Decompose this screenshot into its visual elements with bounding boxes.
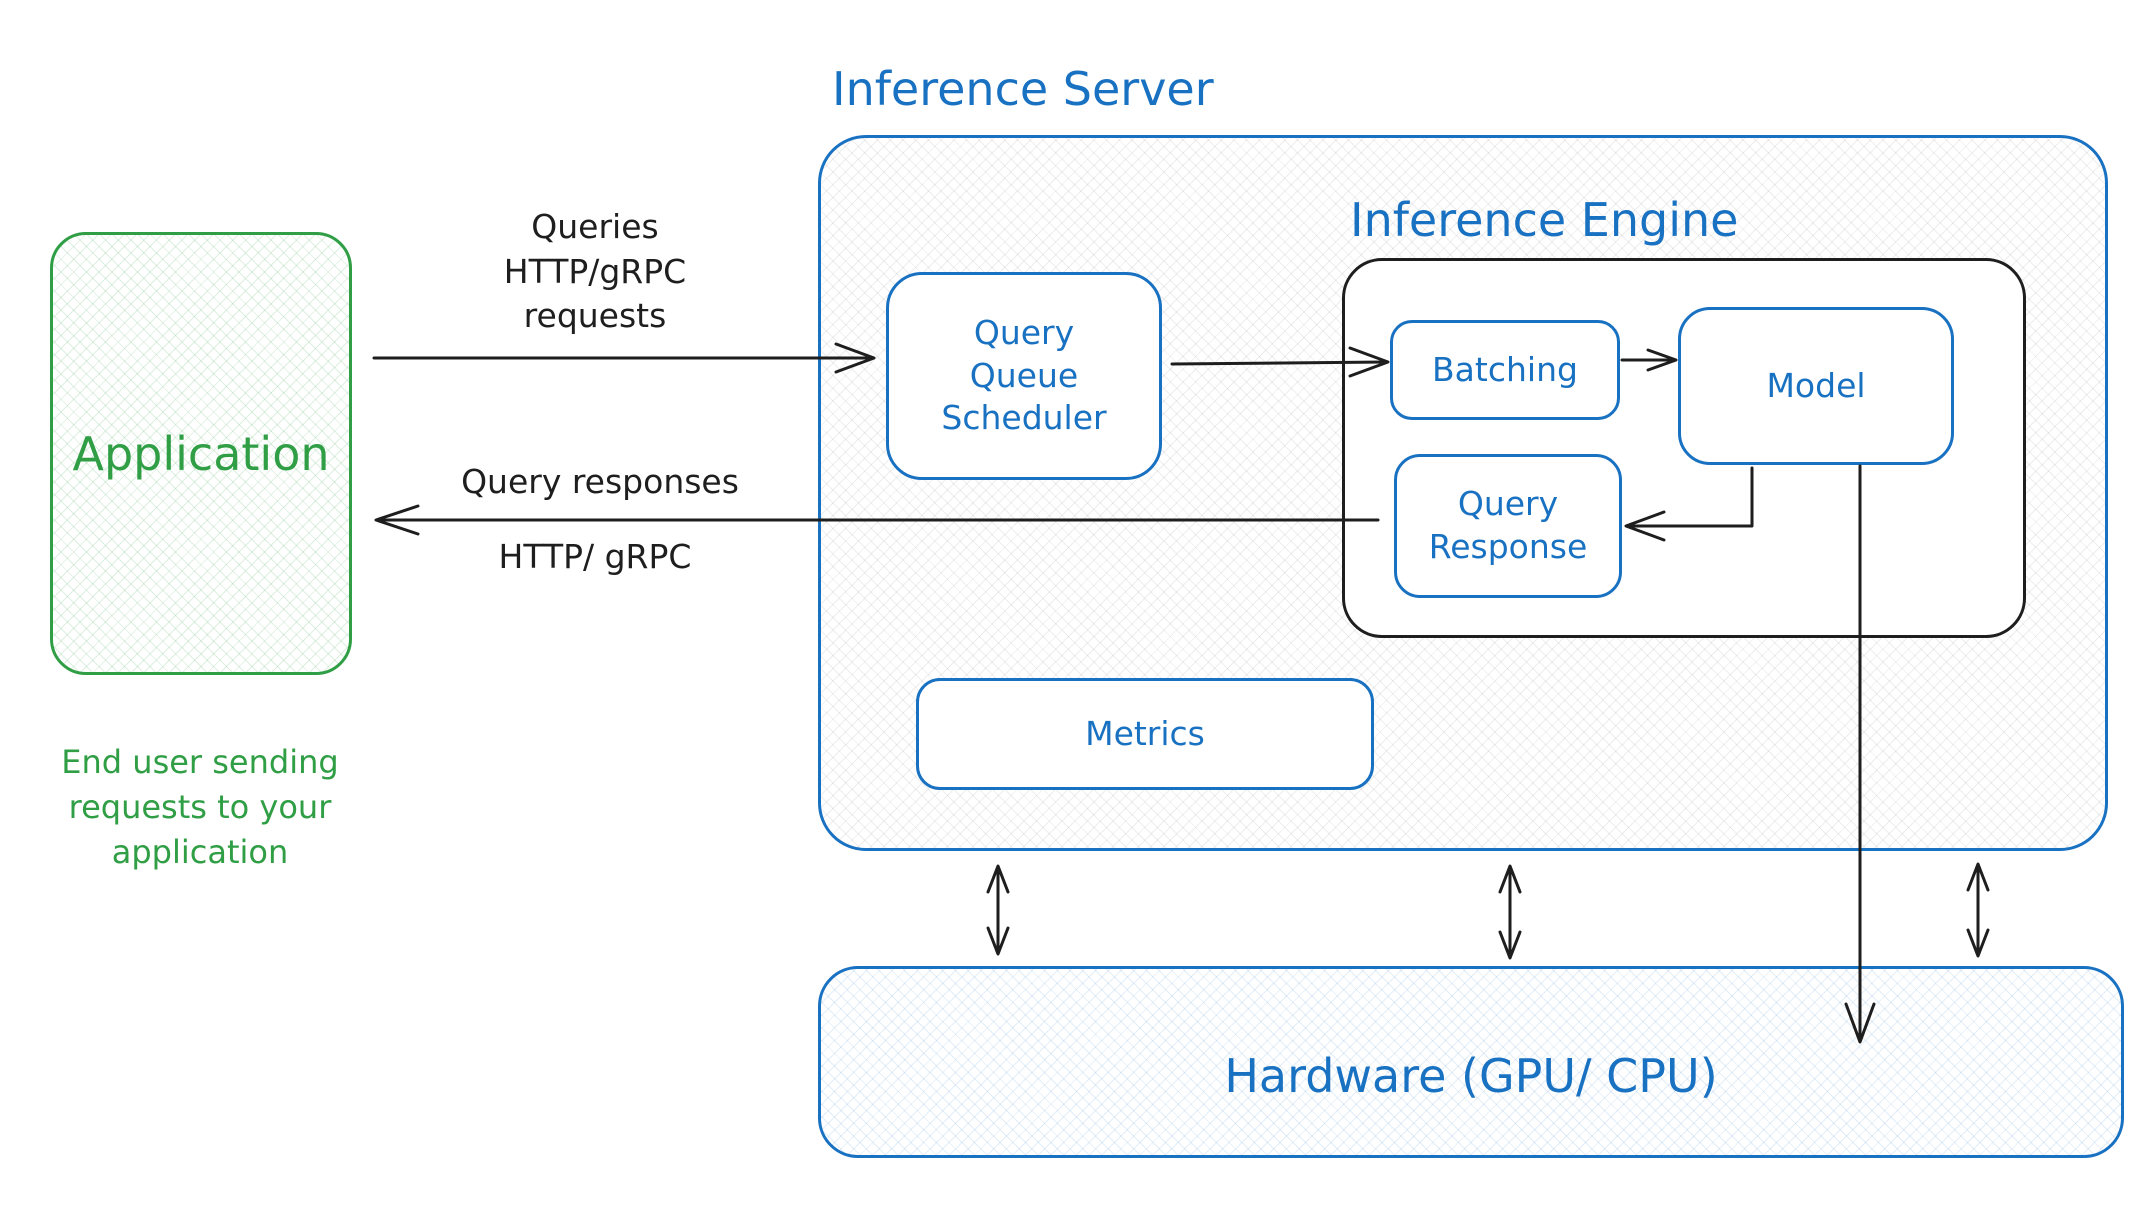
scheduler-to-batching-arrow — [1170, 360, 1388, 366]
hardware-label: Hardware (GPU/ CPU) — [1224, 1049, 1718, 1103]
bidirectional-arrow-right — [1966, 862, 1990, 958]
model-to-hardware-arrow-head — [1844, 1002, 1876, 1044]
metrics-label: Metrics — [1085, 713, 1205, 753]
bidirectional-arrow-left — [986, 864, 1010, 956]
application-caption: End user sending requests to your applic… — [61, 743, 339, 871]
model-to-response-arrow — [1626, 466, 1754, 528]
model-to-response-arrow-head — [1624, 510, 1666, 542]
query-response-box: Query Response — [1394, 454, 1622, 598]
batching-label: Batching — [1432, 349, 1578, 389]
inference-engine-title: Inference Engine — [1350, 193, 1739, 247]
hardware-box: Hardware (GPU/ CPU) — [818, 966, 2124, 1158]
request-arrow-head — [834, 342, 876, 374]
query-response-label: Query Response — [1428, 484, 1588, 566]
query-queue-scheduler-box: Query Queue Scheduler — [886, 272, 1162, 480]
batching-box: Batching — [1390, 320, 1620, 420]
application-label: Application — [72, 426, 330, 481]
model-box: Model — [1678, 307, 1954, 465]
response-arrow-head — [374, 504, 420, 536]
inference-server-title: Inference Server — [832, 62, 1214, 116]
bidirectional-arrow-middle — [1498, 864, 1522, 960]
response-arrow-label-top: Query responses — [461, 462, 739, 501]
application-box: Application — [50, 232, 352, 675]
scheduler-to-batching-arrow-head — [1348, 346, 1390, 378]
model-label: Model — [1766, 365, 1866, 405]
metrics-box: Metrics — [916, 678, 1374, 790]
batching-to-model-arrow-head — [1646, 348, 1678, 372]
query-queue-scheduler-label: Query Queue Scheduler — [941, 312, 1107, 438]
request-arrow-label: Queries HTTP/gRPC requests — [503, 207, 687, 336]
response-arrow-label-bottom: HTTP/ gRPC — [498, 537, 692, 576]
